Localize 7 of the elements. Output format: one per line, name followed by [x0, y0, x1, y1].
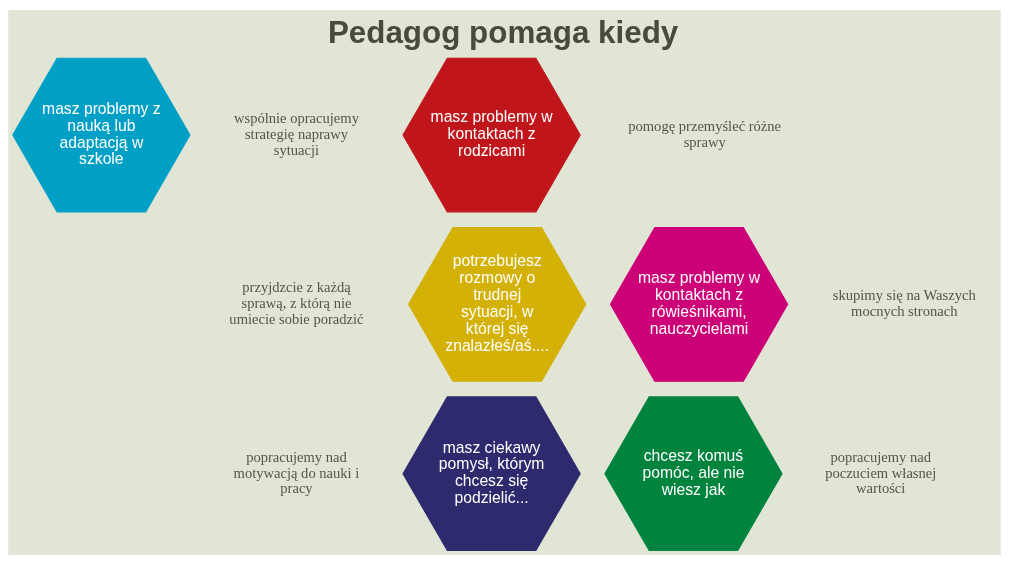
node-label: skupimy się na Waszych mocnych stronach: [832, 286, 976, 319]
diagram-title: Pedagog pomaga kiedy: [327, 14, 679, 50]
node-label: popracujemy nad motywacją do nauki i pracy: [233, 448, 360, 496]
node-label: wspólnie opracujemy strategię naprawy sytuacji: [234, 109, 359, 158]
node-label: popracujemy nad poczuciem własnej wartości: [825, 448, 937, 496]
node-label: przyjdzcie z każdą sprawą, z którą nie umiecie sobie poradzić: [229, 278, 364, 327]
node-label: pomogę przemyśleć różne sprawy: [628, 117, 782, 150]
